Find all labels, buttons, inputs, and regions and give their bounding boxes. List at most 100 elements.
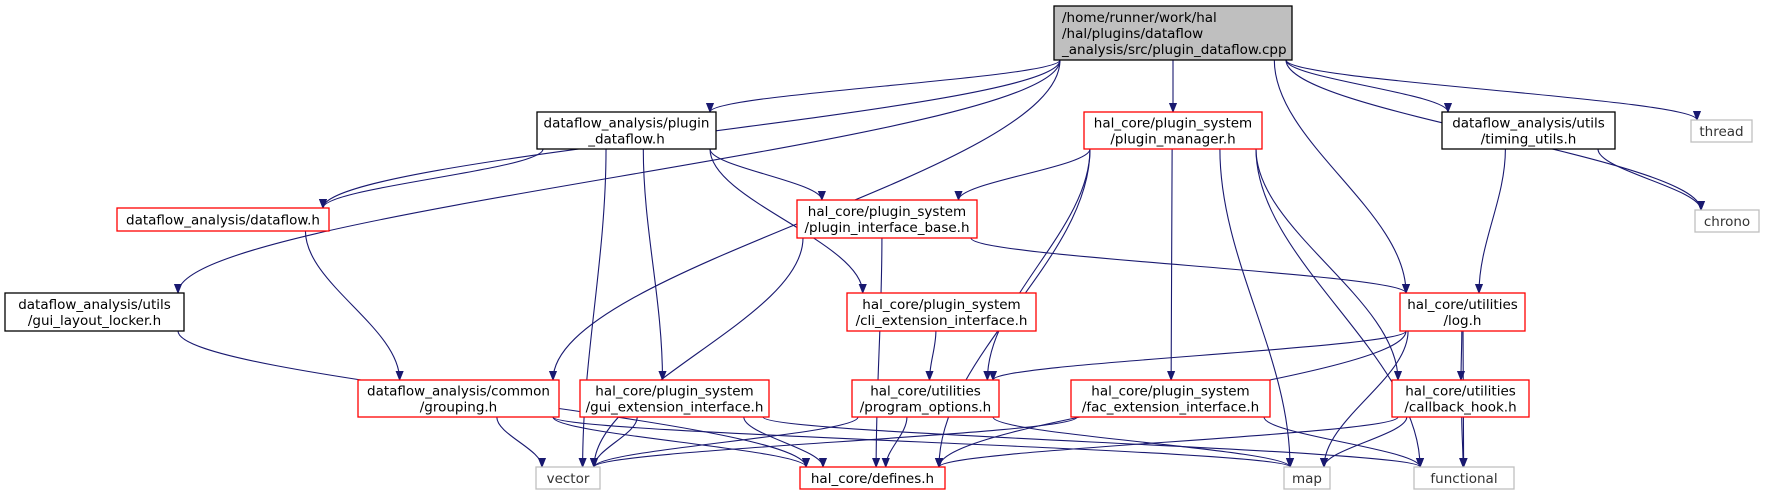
edge-timing_utils_h-to-log_h <box>1479 148 1506 293</box>
edge-program_options_h-to-map <box>992 416 1290 468</box>
edge-gui_extension_interface_h-to-defines_h <box>743 416 823 468</box>
node-gui-layout-locker-h[interactable]: dataflow_analysis/utils/gui_layout_locke… <box>4 292 185 332</box>
node-defines-h[interactable]: hal_core/defines.h <box>799 466 946 490</box>
node-label-line: thread <box>1699 124 1743 140</box>
node-label-line: hal_core/plugin_system <box>1091 384 1249 400</box>
edge-program_options_h-to-vector <box>594 416 859 468</box>
edge-program_options_h-to-defines_h <box>886 416 908 468</box>
node-box <box>1391 379 1530 418</box>
node-box <box>1070 379 1271 418</box>
node-callback-hook-h[interactable]: hal_core/utilities/callback_hook.h <box>1391 379 1530 418</box>
edge-root-to-timing_utils_h <box>1285 59 1448 113</box>
node-vector: vector <box>535 466 601 490</box>
edge-grouping_h-to-defines_h <box>552 416 806 468</box>
node-label-line: /gui_extension_interface.h <box>586 400 764 416</box>
edge-cli_extension_interface_h-to-program_options_h <box>930 330 937 380</box>
edge-plugin_dataflow_h-to-cli_extension_interface_h <box>709 148 863 293</box>
node-label-line: hal_core/utilities <box>870 384 981 400</box>
node-label-line: dataflow_analysis/plugin <box>544 116 710 132</box>
node-label-line: hal_core/utilities <box>1405 384 1516 400</box>
node-label-line: /hal/plugins/dataflow <box>1062 26 1203 42</box>
node-label-line: /program_options.h <box>860 400 992 416</box>
node-box <box>357 379 560 418</box>
node-box <box>1694 209 1760 233</box>
edge-log_h-to-callback_hook_h <box>1461 330 1462 380</box>
node-label-line: hal_core/plugin_system <box>595 384 753 400</box>
node-label-line: /cli_extension_interface.h <box>856 313 1028 329</box>
node-box <box>536 111 717 150</box>
node-label-line: _analysis/src/plugin_dataflow.cpp <box>1061 42 1287 58</box>
node-label-line: map <box>1292 471 1322 487</box>
edge-plugin_manager_h-to-plugin_interface_base_h <box>959 148 1091 201</box>
node-label-line: hal_core/plugin_system <box>808 204 966 220</box>
edge-root-to-thread <box>1285 59 1697 121</box>
node-box <box>579 379 770 418</box>
edge-root-to-gui_layout_locker_h <box>178 59 1061 293</box>
node-label-line: hal_core/defines.h <box>811 471 934 487</box>
node-box <box>851 379 1000 418</box>
node-plugin-dataflow-h[interactable]: dataflow_analysis/plugin_dataflow.h <box>536 111 717 150</box>
edges <box>178 59 1701 468</box>
node-label-line: /home/runner/work/hal <box>1062 10 1217 26</box>
node-cli-extension-interface-h[interactable]: hal_core/plugin_system/cli_extension_int… <box>846 292 1037 332</box>
node-label-line: dataflow_analysis/utils <box>1452 116 1605 132</box>
edge-plugin_manager_h-to-functional <box>1255 148 1420 467</box>
node-box <box>535 466 601 490</box>
edge-callback_hook_h-to-defines_h <box>939 416 1399 468</box>
node-gui-extension-interface-h[interactable]: hal_core/plugin_system/gui_extension_int… <box>579 379 770 418</box>
edge-gui_extension_interface_h-to-functional <box>762 416 1420 468</box>
node-map: map <box>1283 466 1331 490</box>
node-plugin-interface-base-h[interactable]: hal_core/plugin_system/plugin_interface_… <box>796 199 978 239</box>
node-label-line: chrono <box>1704 214 1750 230</box>
edge-plugin_interface_base_h-to-vector <box>594 237 804 467</box>
node-box <box>1083 111 1263 150</box>
edge-plugin_manager_h-to-map <box>1219 148 1290 467</box>
node-label-line: dataflow_analysis/dataflow.h <box>126 213 320 229</box>
node-root[interactable]: /home/runner/work/hal/hal/plugins/datafl… <box>1053 5 1293 61</box>
edge-root-to-plugin_dataflow_h <box>710 59 1061 113</box>
node-label-line: /plugin_interface_base.h <box>804 220 969 236</box>
node-timing-utils-h[interactable]: dataflow_analysis/utils/timing_utils.h <box>1441 111 1616 150</box>
edge-plugin_dataflow_h-to-plugin_interface_base_h <box>709 148 822 201</box>
node-label-line: functional <box>1430 471 1497 487</box>
node-log-h[interactable]: hal_core/utilities/log.h <box>1399 292 1526 332</box>
node-box <box>1413 466 1515 490</box>
node-label-line: dataflow_analysis/utils <box>18 297 171 313</box>
edge-timing_utils_h-to-chrono <box>1597 148 1701 211</box>
node-fac-extension-interface-h[interactable]: hal_core/plugin_system/fac_extension_int… <box>1070 379 1271 418</box>
node-label-line: hal_core/plugin_system <box>862 297 1020 313</box>
node-box <box>1441 111 1616 150</box>
edge-callback_hook_h-to-functional <box>1462 416 1463 467</box>
node-plugin-manager-h[interactable]: hal_core/plugin_system/plugin_manager.h <box>1083 111 1263 150</box>
node-grouping-h[interactable]: dataflow_analysis/common/grouping.h <box>357 379 560 418</box>
node-chrono: chrono <box>1694 209 1760 233</box>
edge-fac_extension_interface_h-to-functional <box>1263 416 1420 468</box>
edge-plugin_dataflow_h-to-vector <box>583 148 607 467</box>
node-thread: thread <box>1690 119 1753 143</box>
edge-plugin_interface_base_h-to-log_h <box>970 237 1406 294</box>
node-label-line: /callback_hook.h <box>1404 400 1516 416</box>
node-label-line: _dataflow.h <box>587 132 665 148</box>
node-label-line: /fac_extension_interface.h <box>1082 400 1259 416</box>
node-box <box>1053 5 1293 61</box>
node-label-line: hal_core/plugin_system <box>1094 116 1252 132</box>
node-dataflow-h[interactable]: dataflow_analysis/dataflow.h <box>116 207 330 232</box>
node-program-options-h[interactable]: hal_core/utilities/program_options.h <box>851 379 1000 418</box>
node-box <box>799 466 946 490</box>
node-functional: functional <box>1413 466 1515 490</box>
node-box <box>4 292 185 332</box>
node-label-line: hal_core/utilities <box>1407 297 1518 313</box>
node-label-line: /gui_layout_locker.h <box>28 313 161 329</box>
node-label-line: dataflow_analysis/common <box>367 384 550 400</box>
node-box <box>1283 466 1331 490</box>
edge-plugin_interface_base_h-to-defines_h <box>876 237 883 467</box>
node-label-line: /plugin_manager.h <box>1110 132 1235 148</box>
edge-plugin_manager_h-to-program_options_h <box>987 148 1091 380</box>
node-box <box>1399 292 1526 332</box>
node-label-line: /grouping.h <box>420 400 497 416</box>
edge-callback_hook_h-to-map <box>1324 416 1408 468</box>
node-box <box>1690 119 1753 143</box>
nodes: /home/runner/work/hal/hal/plugins/datafl… <box>4 5 1760 490</box>
edge-dataflow_h-to-grouping_h <box>304 230 399 380</box>
